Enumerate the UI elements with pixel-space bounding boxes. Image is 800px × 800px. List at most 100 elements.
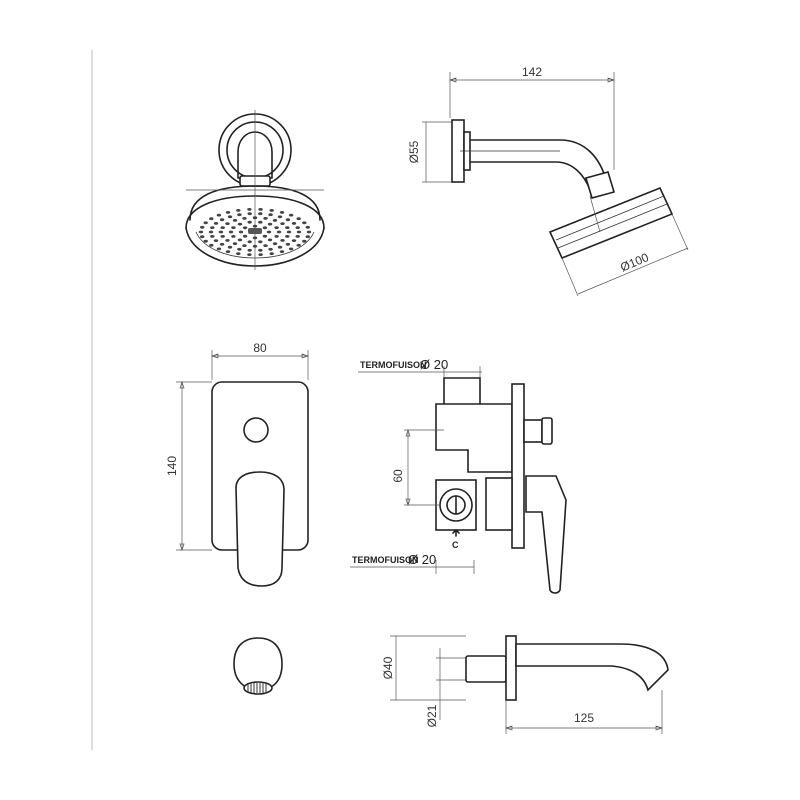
shower-nozzles [198, 208, 312, 256]
nozzle-dot [266, 230, 272, 234]
nozzle-dot [232, 219, 238, 222]
nozzle-dot [252, 244, 258, 248]
nozzle-dot [213, 222, 219, 225]
nozzle-dot [274, 235, 279, 238]
nozzle-dot [279, 250, 285, 254]
dim-spout-flange-dia: Ø40 [381, 656, 395, 679]
nozzle-dot [242, 226, 248, 230]
mixer-plate-front-view: 80 140 [165, 341, 310, 587]
nozzle-dot [218, 230, 224, 234]
nozzle-dot [288, 247, 294, 251]
nozzle-dot [285, 218, 291, 222]
nozzle-dot [247, 220, 252, 224]
shower-side-view: 142 Ø55 Ø100 [407, 65, 689, 297]
nozzle-dot [268, 213, 273, 217]
nozzle-dot [280, 239, 285, 242]
dim-shower-flange-dia: Ø55 [407, 140, 421, 163]
nozzle-dot [203, 239, 208, 243]
nozzle-dot [258, 220, 263, 224]
nozzle-dot [237, 213, 242, 217]
dim-plate-width: 80 [253, 341, 267, 355]
nozzle-dot [210, 235, 215, 238]
nozzle-dot [203, 221, 208, 225]
nozzle-dot [285, 235, 290, 238]
nozzle-dot [236, 252, 241, 256]
nozzle-dot [216, 247, 222, 251]
nozzle-dot [237, 238, 243, 242]
nozzle-dot [291, 239, 297, 243]
cold-marker: C [452, 540, 459, 550]
label-top-inlet-dia: Ø 20 [420, 357, 448, 372]
nozzle-dot [258, 248, 263, 252]
nozzle-dot [237, 247, 242, 251]
nozzle-dot [258, 253, 263, 256]
nozzle-dot [242, 217, 247, 220]
nozzle-dot [220, 226, 225, 230]
nozzle-dot [272, 219, 278, 222]
nozzle-dot [258, 240, 263, 244]
aerator-mesh [247, 683, 267, 693]
nozzle-dot [269, 209, 274, 212]
nozzle-dot [296, 217, 301, 221]
nozzle-dot [242, 234, 248, 238]
nozzle-dot [210, 226, 215, 230]
nozzle-dot [209, 243, 214, 247]
dim-spout-length: 125 [574, 711, 594, 725]
nozzle-dot [269, 252, 274, 256]
nozzle-dot [238, 230, 244, 234]
shower-head-front-view [185, 110, 325, 270]
nozzle-dot [295, 235, 300, 238]
nozzle-dot [291, 222, 297, 225]
nozzle-dot [225, 250, 231, 254]
nozzle-dot [219, 242, 225, 246]
spout-side-view: Ø40 Ø21 125 [381, 635, 669, 734]
nozzle-dot [305, 235, 310, 239]
label-bottom-inlet-dia: Ø 20 [408, 552, 436, 567]
nozzle-dot [285, 242, 291, 246]
nozzle-dot [302, 221, 307, 225]
nozzle-dot [285, 226, 290, 230]
nozzle-dot [231, 235, 236, 238]
nozzle-dot [263, 244, 268, 248]
nozzle-dot [258, 212, 263, 216]
nozzle-dot [232, 242, 238, 246]
nozzle-dot [252, 236, 258, 240]
nozzle-dot [200, 225, 205, 229]
nozzle-dot [267, 222, 273, 226]
nozzle-dot [227, 245, 233, 249]
nozzle-dot [247, 253, 252, 256]
nozzle-dot [208, 230, 214, 234]
nozzle-dot [247, 248, 252, 252]
dim-spout-outlet-dia: Ø21 [425, 704, 439, 727]
nozzle-dot [237, 222, 243, 226]
nozzle-dot [272, 242, 278, 246]
nozzle-dot [200, 235, 205, 239]
label-top-inlet: TERMOFUISON [360, 360, 427, 370]
nozzle-dot [267, 238, 273, 242]
nozzle-dot [209, 217, 214, 221]
mixer-valve-side-view: TERMOFUISON Ø 20 60 C TERMOFUISON Ø 20 [350, 357, 567, 594]
dim-plate-height: 140 [165, 456, 179, 476]
nozzle-dot [220, 235, 225, 238]
nozzle-dot [228, 230, 234, 234]
nozzle-dot [280, 222, 285, 226]
nozzle-dot [219, 218, 225, 222]
nozzle-dot [296, 230, 302, 234]
nozzle-dot [252, 216, 258, 220]
nozzle-dot [274, 226, 279, 230]
nozzle-dot [198, 230, 204, 234]
nozzle-dot [258, 208, 263, 211]
nozzle-dot [262, 234, 268, 238]
nozzle-dot [247, 212, 252, 216]
dim-shower-head-dia: Ø100 [618, 250, 651, 274]
nozzle-dot [231, 226, 236, 230]
nozzle-dot [295, 226, 300, 230]
nozzle-dot [225, 211, 231, 214]
nozzle-dot [305, 225, 310, 229]
nozzle-dot [288, 213, 294, 217]
nozzle-dot [306, 230, 312, 234]
nozzle-dot [216, 213, 222, 217]
nozzle-dot [242, 244, 247, 248]
nozzle-dot [247, 208, 252, 211]
nozzle-dot [296, 243, 301, 247]
